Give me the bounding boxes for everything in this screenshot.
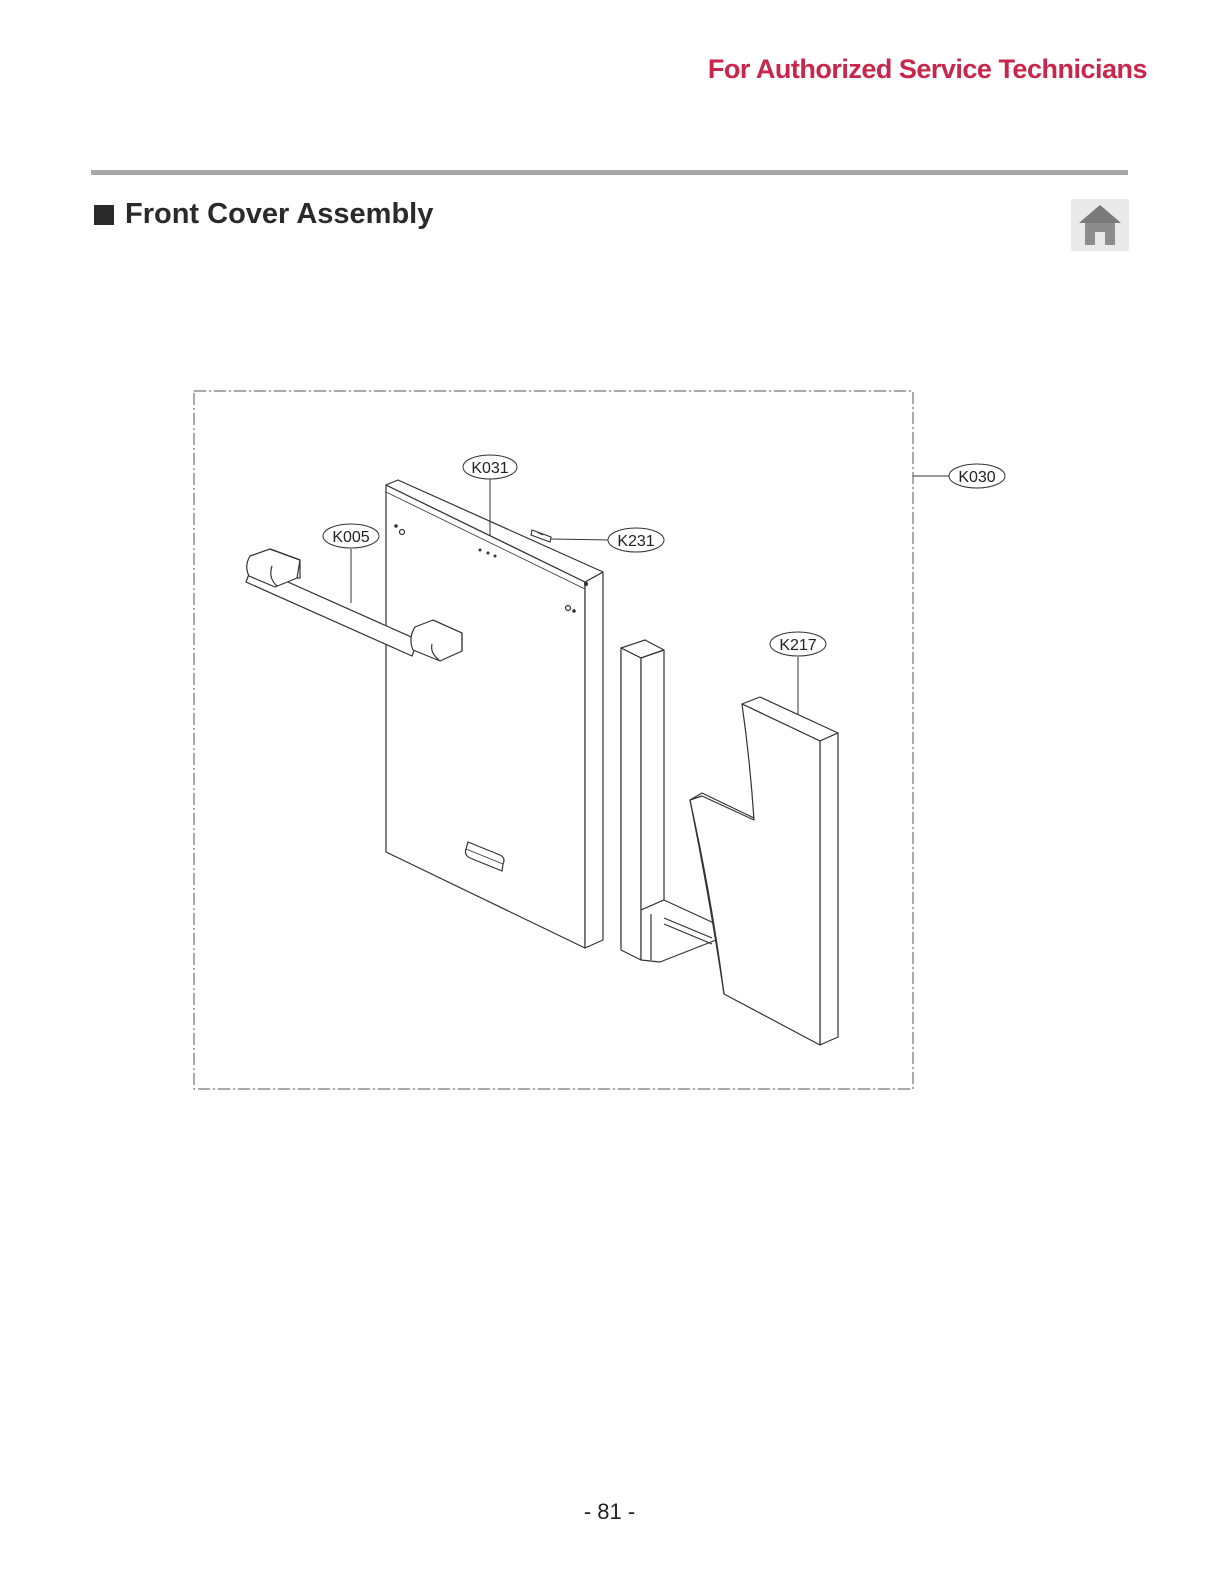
header-divider xyxy=(91,170,1128,175)
callout-leaders xyxy=(350,475,950,715)
clip-part xyxy=(530,529,552,543)
header-notice: For Authorized Service Technicians xyxy=(707,54,1148,84)
side-trim-column xyxy=(620,639,717,963)
callout-label-k030: K030 xyxy=(958,469,995,486)
assembly-boundary xyxy=(193,390,914,1090)
home-button[interactable] xyxy=(1071,199,1129,251)
callout-label-k005: K005 xyxy=(332,529,369,546)
callout-bubble-k217 xyxy=(769,631,827,657)
callout-bubble-k031 xyxy=(462,454,518,480)
callout-bubble-k005 xyxy=(322,523,380,549)
callout-label-k031: K031 xyxy=(471,460,508,477)
callout-label-k217: K217 xyxy=(779,637,816,654)
callouts xyxy=(322,454,1006,657)
square-bullet-icon xyxy=(94,204,114,225)
page-number: - 81 - xyxy=(583,1499,636,1524)
kick-plate xyxy=(689,696,839,1046)
callout-bubble-k030 xyxy=(948,463,1006,489)
door-handle xyxy=(245,548,463,662)
home-icon xyxy=(1079,205,1121,245)
section-title: Front Cover Assembly xyxy=(125,198,434,230)
section-heading: Front Cover Assembly xyxy=(94,198,433,231)
callout-label-k231: K231 xyxy=(617,533,654,550)
front-cover-panel xyxy=(385,479,604,949)
leader-k231 xyxy=(550,538,611,541)
callout-bubble-k231 xyxy=(607,527,665,553)
